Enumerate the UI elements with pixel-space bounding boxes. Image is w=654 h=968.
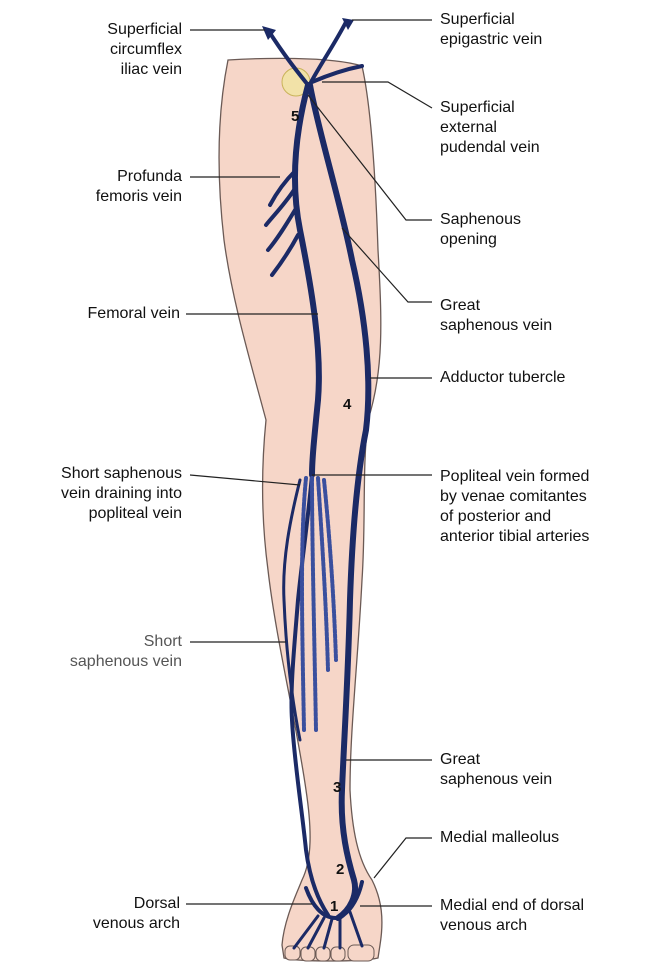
region-number-4: 4 [343, 396, 352, 413]
label-medial-malleolus: Medial malleolus [440, 828, 650, 848]
label-superficial-external-pudendal: Superficial external pudendal vein [440, 98, 650, 158]
region-number-5: 5 [291, 108, 299, 125]
region-number-3: 3 [333, 779, 341, 796]
label-dorsal-venous-arch: Dorsal venous arch [0, 894, 180, 934]
label-great-saphenous-upper: Great saphenous vein [440, 296, 650, 336]
label-femoral-vein: Femoral vein [0, 304, 180, 324]
label-short-saphenous-popliteal: Short saphenous vein draining into popli… [0, 464, 182, 524]
label-great-saphenous-lower: Great saphenous vein [440, 750, 650, 790]
label-medial-end-dorsal-arch: Medial end of dorsal venous arch [440, 896, 652, 936]
label-profunda-femoris: Profunda femoris vein [2, 167, 182, 207]
leader-medial-malleolus [374, 838, 432, 878]
label-superficial-circumflex-iliac: Superficial circumflex iliac vein [2, 20, 182, 80]
label-popliteal-vein: Popliteal vein formed by venae comitante… [440, 467, 652, 547]
region-number-2: 2 [336, 861, 344, 878]
region-number-1: 1 [330, 898, 338, 915]
label-superficial-epigastric: Superficial epigastric vein [440, 10, 650, 50]
label-saphenous-opening: Saphenous opening [440, 210, 650, 250]
label-short-saphenous: Short saphenous vein [2, 632, 182, 672]
label-adductor-tubercle: Adductor tubercle [440, 368, 650, 388]
